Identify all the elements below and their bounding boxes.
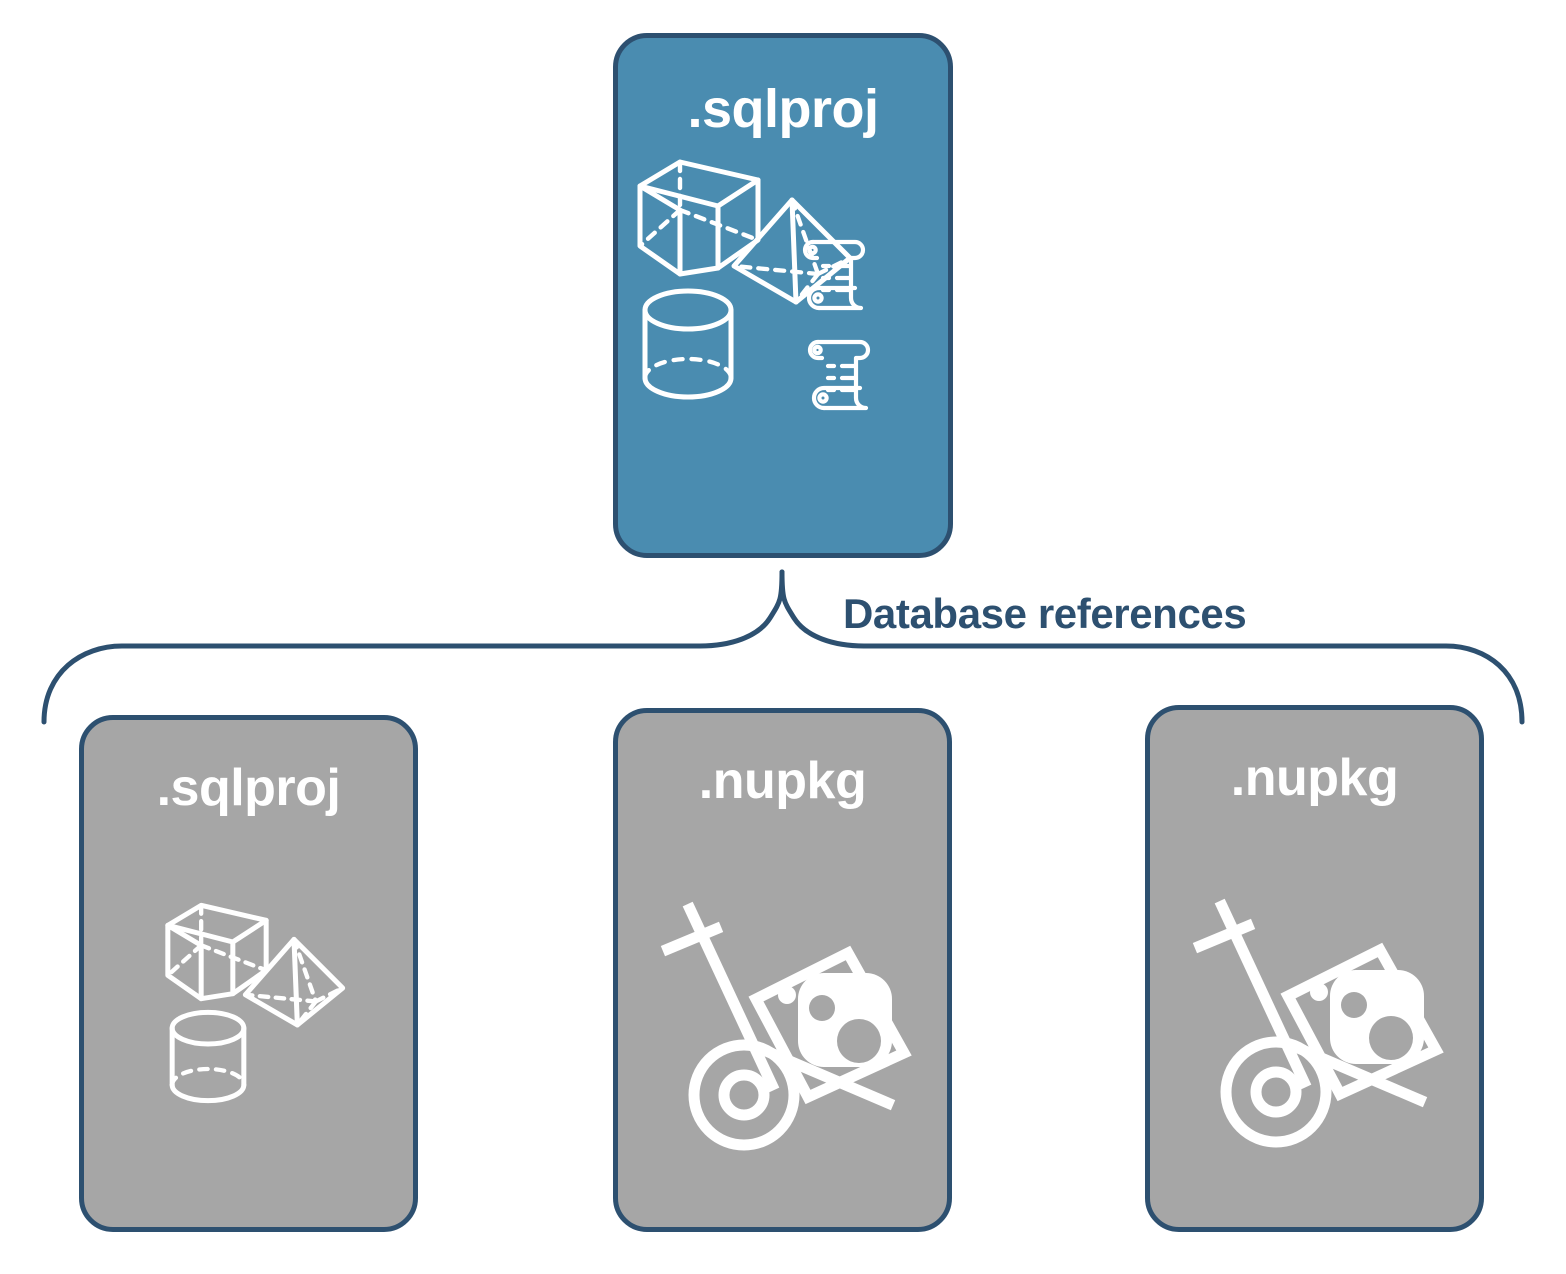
node-nupkg-2[interactable]: .nupkg bbox=[1145, 705, 1484, 1232]
node-sqlproj-root[interactable]: .sqlproj bbox=[613, 33, 953, 558]
node-sqlproj-root-title: .sqlproj bbox=[687, 79, 879, 139]
node-sqlproj-ref-title: .sqlproj bbox=[156, 759, 341, 817]
hand-truck-package-icon bbox=[660, 901, 912, 1151]
pyramid-icon bbox=[242, 936, 346, 1028]
database-references-label: Database references bbox=[843, 590, 1247, 637]
node-nupkg-1-title: .nupkg bbox=[698, 752, 867, 810]
hand-truck-package-icon bbox=[1192, 898, 1444, 1148]
node-nupkg-2-title: .nupkg bbox=[1230, 749, 1399, 807]
pyramid-icon bbox=[731, 197, 853, 305]
cube-icon bbox=[637, 159, 761, 277]
node-nupkg-2-artwork bbox=[1150, 804, 1479, 1227]
node-nupkg-1[interactable]: .nupkg bbox=[613, 708, 952, 1232]
cylinder-icon bbox=[642, 288, 734, 400]
node-nupkg-1-artwork bbox=[618, 807, 947, 1227]
node-sqlproj-ref[interactable]: .sqlproj bbox=[79, 715, 418, 1232]
node-sqlproj-root-artwork bbox=[618, 136, 948, 553]
cylinder-icon bbox=[169, 1009, 247, 1104]
node-sqlproj-ref-artwork bbox=[84, 814, 413, 1227]
scroll-icon bbox=[807, 339, 871, 411]
scroll-icon bbox=[802, 239, 866, 311]
